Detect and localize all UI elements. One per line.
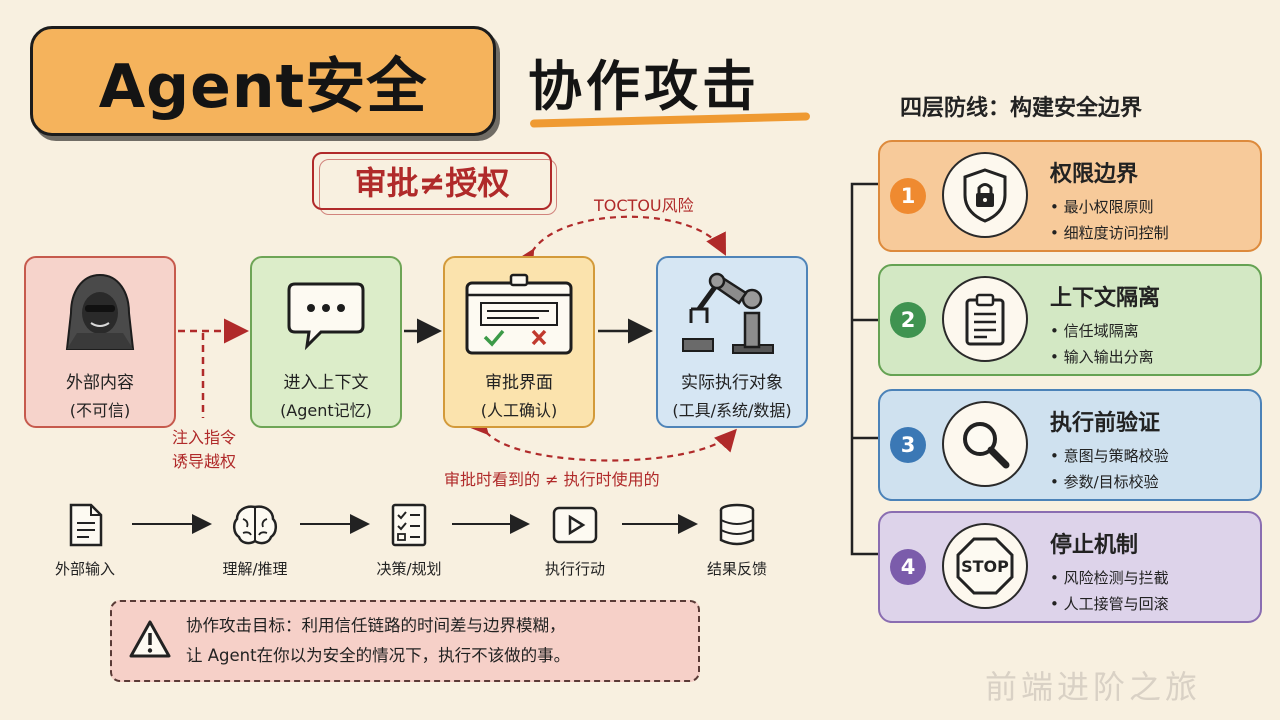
play-button-icon — [520, 502, 630, 548]
flow-box-line1: 外部内容 — [66, 373, 134, 393]
flow-box-context: 进入上下文 (Agent记忆) — [250, 256, 402, 428]
defense-layer-3: 3 执行前验证 • 意图与策略校验 • 参数/目标校验 — [878, 389, 1262, 501]
defense-bracket — [850, 182, 878, 556]
stop-sign-icon: STOP — [942, 523, 1028, 609]
pipeline-step-label: 理解/推理 — [222, 560, 288, 578]
injection-labels: 注入指令 诱导越权 — [172, 426, 236, 474]
stop-sign-text: STOP — [961, 557, 1009, 576]
layer-number: 4 — [890, 549, 926, 585]
page-title: Agent安全 — [98, 51, 428, 122]
pipeline-step-reasoning: 理解/推理 — [200, 502, 310, 579]
pipeline-step-label: 决策/规划 — [376, 560, 442, 578]
layer-number: 2 — [890, 302, 926, 338]
approval-window-icon — [459, 268, 579, 360]
layer-bullet: • 人工接管与回滚 — [1050, 595, 1169, 613]
pipeline-step-action: 执行行动 — [520, 502, 630, 579]
approval-not-authorization-tag: 审批≠授权 — [312, 152, 557, 215]
flow-box-line2: (工具/系统/数据) — [672, 401, 792, 420]
injection-label-1: 注入指令 — [172, 428, 237, 447]
flow-box-external-content: 外部内容 (不可信) — [24, 256, 176, 428]
flow-box-line1: 实际执行对象 — [681, 373, 783, 393]
flow-box-execution-target: 实际执行对象 (工具/系统/数据) — [656, 256, 808, 428]
layer-bullet: • 参数/目标校验 — [1050, 473, 1159, 491]
attack-goal-line1: 协作攻击目标：利用信任链路的时间差与边界模糊， — [186, 616, 566, 635]
watermark: 前端进阶之旅 — [985, 668, 1202, 706]
hooded-hacker-icon — [55, 268, 145, 360]
defense-title: 四层防线：构建安全边界 — [900, 96, 1143, 121]
shield-lock-icon — [942, 152, 1028, 238]
layer-bullet: • 信任域隔离 — [1050, 322, 1139, 340]
layer-bullet: • 最小权限原则 — [1050, 198, 1154, 216]
pipeline-step-feedback: 结果反馈 — [682, 502, 792, 579]
flow-connectors — [178, 215, 737, 462]
pipeline-step-label: 结果反馈 — [706, 560, 767, 578]
attack-goal-box: 协作攻击目标：利用信任链路的时间差与边界模糊， 让 Agent在你以为安全的情况… — [110, 600, 700, 682]
flow-box-line2: (不可信) — [69, 401, 131, 420]
toctou-arc — [513, 215, 727, 273]
pipeline-step-planning: 决策/规划 — [354, 502, 464, 579]
document-icon — [30, 502, 140, 548]
chat-bubble-icon — [281, 268, 371, 360]
layer-bullet: • 细粒度访问控制 — [1050, 224, 1169, 242]
layer-bullet: • 意图与策略校验 — [1050, 447, 1169, 465]
pipeline-step-label: 执行行动 — [544, 560, 605, 578]
layer-number: 1 — [890, 178, 926, 214]
flow-box-line2: (人工确认) — [480, 401, 558, 420]
defense-layer-2: 2 上下文隔离 • 信任域隔离 • 输入输出分离 — [878, 264, 1262, 376]
database-icon — [682, 502, 792, 548]
layer-title: 执行前验证 — [1050, 411, 1161, 436]
attack-goal-line2: 让 Agent在你以为安全的情况下，执行不该做的事。 — [186, 646, 571, 665]
flow-box-line1: 进入上下文 — [283, 373, 369, 393]
brain-icon — [200, 502, 310, 548]
pipeline-arrows — [132, 514, 698, 534]
flow-box-line2: (Agent记忆) — [280, 401, 372, 420]
toctou-label: TOCTOU风险 — [594, 196, 694, 215]
pipeline-step-input: 外部输入 — [30, 502, 140, 579]
layer-title: 停止机制 — [1050, 533, 1139, 558]
injection-label-2: 诱导越权 — [172, 452, 237, 471]
robot-arm-icon — [677, 268, 787, 360]
mismatch-label: 审批时看到的 ≠ 执行时使用的 — [444, 470, 660, 489]
flow-box-line1: 审批界面 — [485, 373, 553, 393]
layer-bullet: • 风险检测与拦截 — [1050, 569, 1169, 587]
defense-layer-1: 1 权限边界 • 最小权限原则 • 细粒度访问控制 — [878, 140, 1262, 252]
checklist-icon — [354, 502, 464, 548]
page-subtitle: 协作攻击 — [528, 55, 760, 118]
magnifier-icon — [942, 401, 1028, 487]
warning-icon — [128, 619, 172, 663]
clipboard-icon — [942, 276, 1028, 362]
mismatch-arc — [466, 411, 737, 462]
attack-goal-text: 协作攻击目标：利用信任链路的时间差与边界模糊， 让 Agent在你以为安全的情况… — [186, 611, 570, 671]
layer-bullet: • 输入输出分离 — [1050, 348, 1154, 366]
layer-title: 上下文隔离 — [1050, 286, 1161, 311]
pipeline-step-label: 外部输入 — [54, 560, 115, 578]
flow-box-approval-ui: 审批界面 (人工确认) — [443, 256, 595, 428]
title-box: Agent安全 — [30, 26, 496, 136]
layer-number: 3 — [890, 427, 926, 463]
layer-title: 权限边界 — [1050, 162, 1139, 187]
defense-layer-4: 4 STOP 停止机制 • 风险检测与拦截 • 人工接管与回滚 — [878, 511, 1262, 623]
